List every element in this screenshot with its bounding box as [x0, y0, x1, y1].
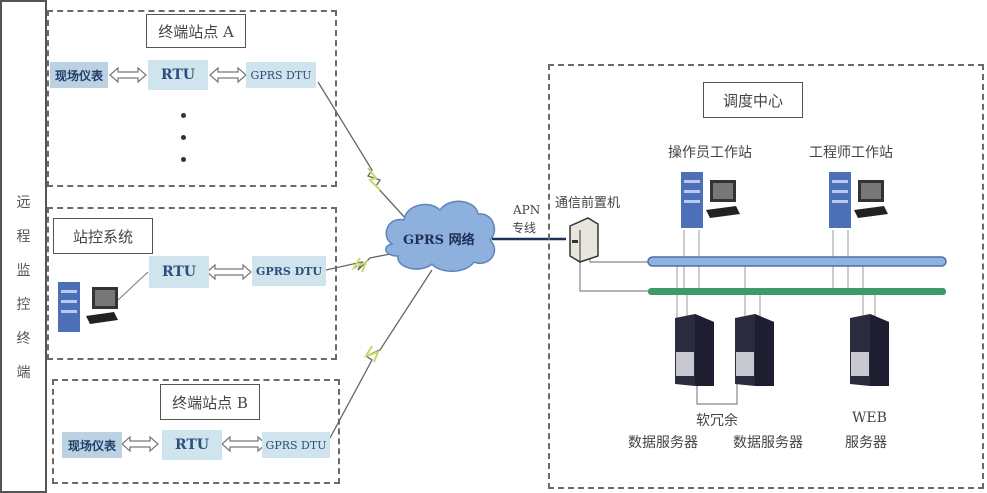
- station-b-rtu: RTU: [162, 430, 222, 460]
- station-b-group: [52, 379, 340, 484]
- side-char: 程: [16, 229, 31, 245]
- side-char: 监: [16, 263, 31, 279]
- network-bus-green: [648, 288, 946, 295]
- lightning-icon-a: [367, 167, 381, 191]
- workstation-icon-station-control: [58, 282, 118, 332]
- side-char: 控: [16, 297, 31, 313]
- data-server-1-label: 数据服务器: [628, 435, 698, 451]
- side-char: 终: [16, 331, 31, 347]
- network-bus-blue: [647, 256, 947, 267]
- station-control-rtu: RTU: [149, 256, 209, 288]
- web-server-label: 服务器: [845, 435, 887, 451]
- web-label: WEB: [852, 410, 887, 426]
- station-control-title: 站控系统: [53, 218, 153, 254]
- ellipsis-dot: [181, 157, 186, 162]
- station-a-rtu: RTU: [148, 60, 208, 90]
- soft-redundancy-label: 软冗余: [696, 413, 738, 429]
- side-char: 端: [16, 365, 31, 381]
- station-b-field-instrument: 现场仪表: [62, 432, 122, 458]
- ellipsis-dot: [181, 113, 186, 118]
- gprs-cloud-icon: [385, 200, 496, 272]
- server-icon-data-2: [735, 314, 774, 386]
- link-pc-rtu: [117, 271, 149, 301]
- wireless-link-control: [325, 251, 401, 271]
- station-a-field-instrument: 现场仪表: [50, 62, 108, 88]
- gprs-network-label: GPRS 网络: [403, 233, 475, 248]
- station-control-group: [47, 207, 337, 360]
- side-char: 远: [16, 195, 31, 211]
- lightning-icon-b: [363, 345, 380, 363]
- station-b-gprs-dtu: GPRS DTU: [262, 432, 330, 458]
- operator-workstation-label: 操作员工作站: [668, 145, 752, 161]
- station-control-gprs-dtu: GPRS DTU: [252, 256, 326, 286]
- comm-frontend-server-icon: [569, 217, 599, 263]
- dedicated-line-label: 专线: [512, 221, 537, 235]
- remote-monitoring-terminal-label: 远 程 监 控 终 端: [0, 0, 47, 493]
- lightning-icon-control: [351, 257, 368, 273]
- server-icon-web: [850, 314, 889, 386]
- server-icon-data-1: [675, 314, 714, 386]
- apn-label: APN: [513, 203, 541, 217]
- workstation-icon-operator: [681, 172, 740, 228]
- station-b-title: 终端站点 B: [160, 384, 260, 420]
- station-a-gprs-dtu: GPRS DTU: [246, 62, 316, 88]
- dispatch-center-group: [548, 64, 984, 489]
- workstation-icon-engineer: [829, 172, 888, 228]
- redundancy-link: [696, 384, 738, 405]
- engineer-workstation-label: 工程师工作站: [809, 145, 893, 161]
- data-server-2-label: 数据服务器: [733, 435, 803, 451]
- dispatch-center-title: 调度中心: [703, 82, 803, 118]
- ellipsis-dot: [181, 135, 186, 140]
- comm-frontend-label: 通信前置机: [555, 196, 621, 211]
- wireless-link-b: [329, 269, 433, 439]
- station-a-group: [47, 10, 337, 187]
- station-a-title: 终端站点 A: [146, 14, 246, 48]
